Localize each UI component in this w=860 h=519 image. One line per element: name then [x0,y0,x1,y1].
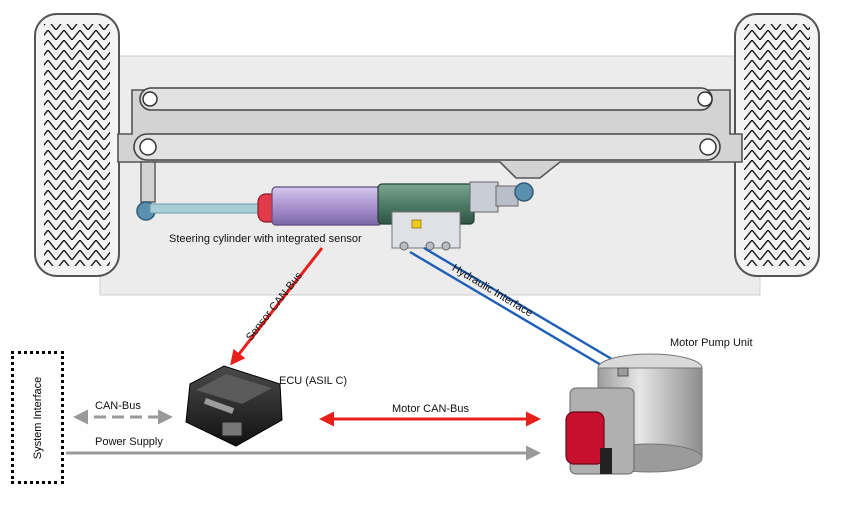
motor-pump-unit-label: Motor Pump Unit [670,337,753,349]
steering-cylinder-label: Steering cylinder with integrated sensor [169,233,362,245]
system-interface-label: System Interface [31,376,44,459]
right-wheel [734,13,820,277]
ecu-label: ECU (ASIL C) [279,375,348,387]
sensor-can-bus-arrow [230,247,324,366]
left-wheel [34,13,120,277]
hydraulic-lines [409,246,633,377]
motor-can-bus-label: Motor CAN-Bus [392,403,470,415]
steering-linkage [117,87,743,203]
ecu-unit [185,365,283,447]
can-bus-label: CAN-Bus [95,400,141,412]
steering-cylinder [136,181,534,251]
power-supply-label: Power Supply [95,436,163,448]
system-interface-box: System Interface [11,351,64,484]
motor-pump-unit [565,353,703,475]
